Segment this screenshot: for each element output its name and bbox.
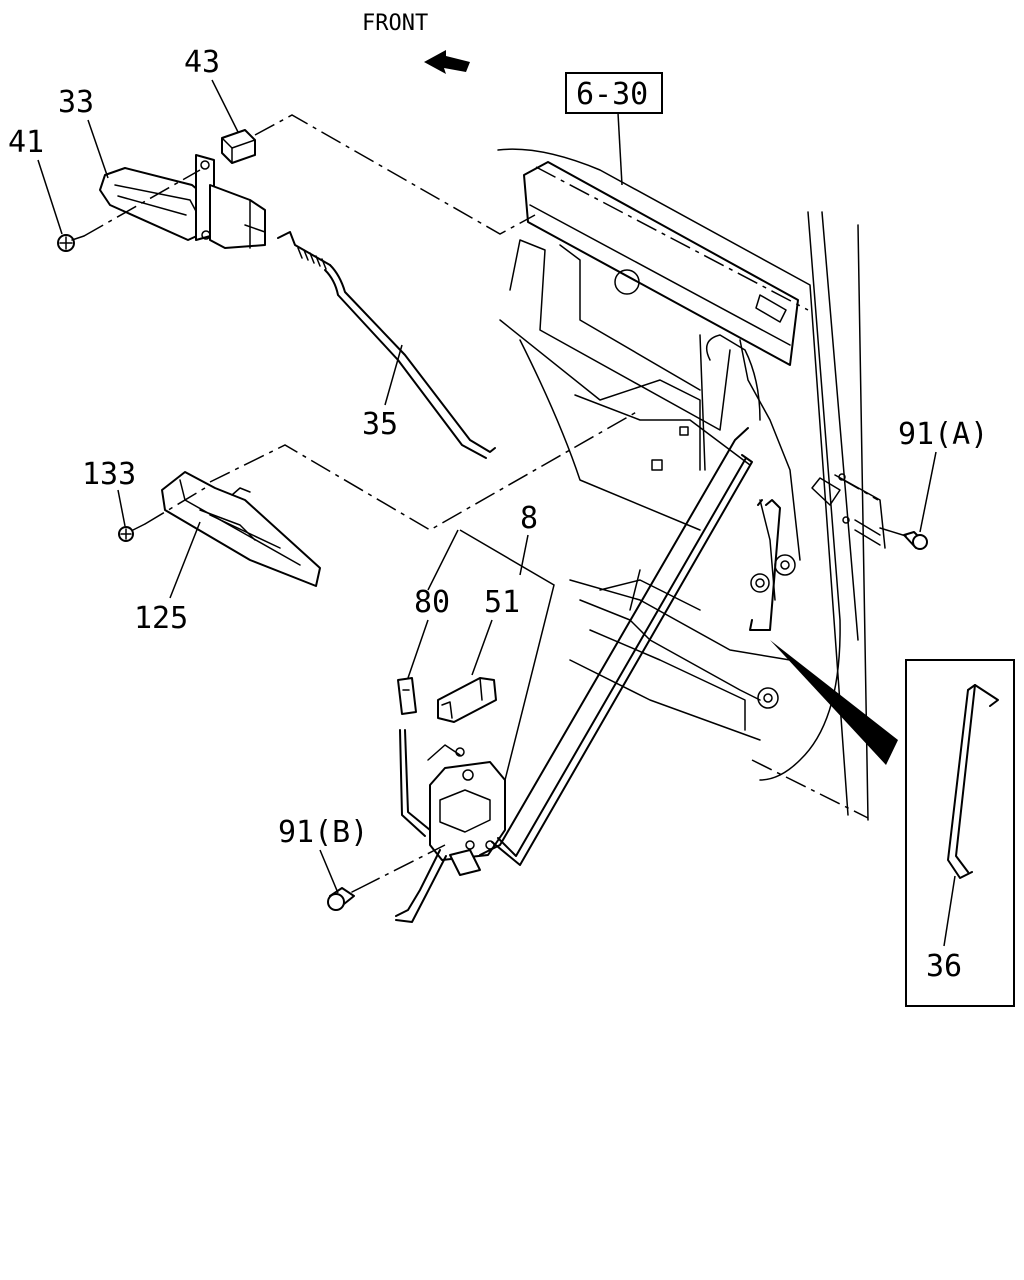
screw-41: [57, 234, 85, 252]
clip-80: [397, 677, 417, 715]
inside-handle-33: [99, 154, 266, 249]
callout-35: 35: [362, 407, 398, 442]
callout-91b: 91(B): [278, 815, 368, 850]
front-label: FRONT: [362, 11, 428, 36]
clip-43: [221, 129, 256, 164]
callout-41: 41: [8, 125, 44, 160]
detail-box-36: 36: [905, 659, 1015, 1007]
callout-43: 43: [184, 45, 220, 80]
door-lock-assembly: [395, 427, 753, 923]
callout-8: 8: [520, 501, 538, 536]
rod-35: [277, 231, 496, 459]
callout-33: 33: [58, 85, 94, 120]
bolt-91a: [879, 527, 928, 550]
callout-91a: 91(A): [898, 417, 988, 452]
bolt-91b: [327, 887, 361, 911]
callout-133: 133: [82, 457, 136, 492]
callout-125: 125: [134, 601, 188, 636]
reference-label: 6-30: [576, 77, 648, 112]
reference-box: 6-30: [565, 72, 663, 114]
door-panel: [497, 148, 898, 821]
clip-51: [437, 677, 497, 723]
bracket-125: [161, 471, 321, 587]
callout-51: 51: [484, 585, 520, 620]
screw-133: [118, 523, 146, 542]
callout-80: 80: [414, 585, 450, 620]
callout-36: 36: [926, 949, 962, 984]
front-arrow-icon: [424, 50, 470, 74]
